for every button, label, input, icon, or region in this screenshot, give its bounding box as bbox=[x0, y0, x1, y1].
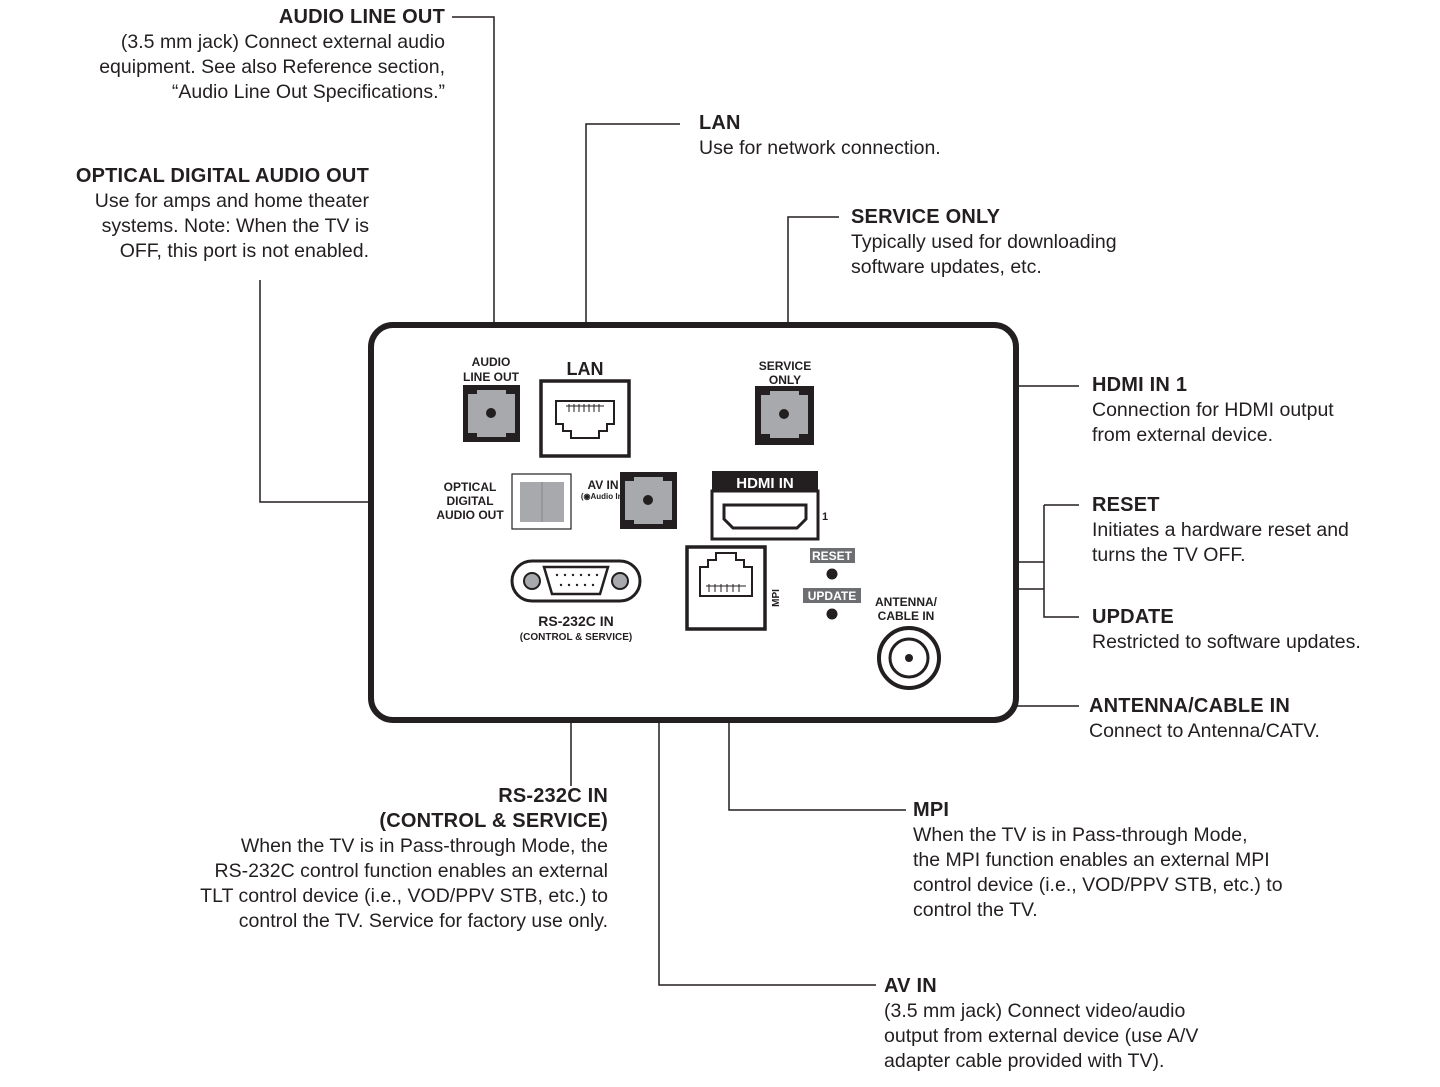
connector-panel bbox=[368, 322, 1019, 723]
reset-desc: Initiates a hardware reset and turns the… bbox=[1092, 519, 1349, 566]
audio-line-out-jack bbox=[463, 385, 520, 442]
hdmi-in-1-title: HDMI IN 1 bbox=[1092, 374, 1188, 396]
panel-label-reset: RESET bbox=[812, 549, 853, 563]
panel-label-rs232c: RS-232C IN bbox=[538, 613, 613, 629]
mpi-title: MPI bbox=[913, 799, 950, 821]
panel-label-update: UPDATE bbox=[808, 589, 856, 603]
lan-desc: Use for network connection. bbox=[699, 137, 941, 159]
callout-antenna: ANTENNA/CABLE IN Connect to Antenna/CATV… bbox=[1089, 694, 1434, 744]
panel-label-hdmi-num: 1 bbox=[822, 511, 828, 523]
panel-label-service-only-1: SERVICE bbox=[759, 359, 811, 373]
av-in-title: AV IN bbox=[884, 975, 937, 997]
leader-audio-line-out bbox=[452, 16, 495, 385]
panel-label-antenna-1: ANTENNA/ bbox=[875, 595, 938, 609]
callout-optical: OPTICAL DIGITAL AUDIO OUT Use for amps a… bbox=[0, 164, 369, 264]
mpi-port bbox=[685, 545, 767, 631]
hdmi-in-1-desc: Connection for HDMI output from external… bbox=[1092, 399, 1334, 446]
audio-line-out-title: AUDIO LINE OUT bbox=[278, 6, 445, 28]
panel-label-antenna-2: CABLE IN bbox=[878, 609, 935, 623]
callout-hdmi-in-1: HDMI IN 1 Connection for HDMI output fro… bbox=[1092, 373, 1432, 448]
hdmi-in-port bbox=[710, 471, 820, 541]
service-only-jack bbox=[755, 386, 814, 445]
leader-lan bbox=[585, 123, 680, 382]
rs232c-title-2: (CONTROL & SERVICE) bbox=[379, 810, 608, 832]
rs232c-port bbox=[510, 559, 642, 603]
lan-port bbox=[539, 379, 631, 458]
update-desc: Restricted to software updates. bbox=[1092, 631, 1361, 653]
panel-label-audio-line-out-2: LINE OUT bbox=[463, 370, 520, 384]
panel-label-av-in-sub: (◉Audio In) bbox=[581, 492, 626, 501]
callout-rs232c: RS-232C IN (CONTROL & SERVICE) When the … bbox=[128, 784, 608, 934]
panel-label-hdmi-in: HDMI IN bbox=[736, 475, 794, 492]
optical-port bbox=[511, 473, 572, 530]
callout-lan: LAN Use for network connection. bbox=[699, 111, 1099, 161]
optical-title: OPTICAL DIGITAL AUDIO OUT bbox=[75, 165, 369, 187]
panel-label-optical-3: AUDIO OUT bbox=[436, 508, 504, 522]
antenna-title: ANTENNA/CABLE IN bbox=[1089, 695, 1290, 717]
panel-label-service-only-2: ONLY bbox=[769, 373, 801, 387]
panel-label-mpi: MPI bbox=[771, 589, 782, 607]
panel-label-optical-1: OPTICAL bbox=[444, 480, 497, 494]
panel-label-rs232c-sub: (CONTROL & SERVICE) bbox=[520, 632, 632, 643]
update-title: UPDATE bbox=[1092, 606, 1174, 628]
callout-audio-line-out: AUDIO LINE OUT (3.5 mm jack) Connect ext… bbox=[0, 5, 445, 105]
rs232c-title-1: RS-232C IN bbox=[498, 785, 608, 807]
optical-desc: Use for amps and home theater systems. N… bbox=[94, 190, 369, 262]
audio-line-out-desc: (3.5 mm jack) Connect external audio equ… bbox=[99, 31, 445, 103]
rs232c-desc: When the TV is in Pass-through Mode, the… bbox=[200, 835, 608, 932]
callout-reset: RESET Initiates a hardware reset and tur… bbox=[1092, 493, 1432, 568]
av-in-jack bbox=[620, 472, 677, 529]
reset-label-bg bbox=[810, 548, 855, 563]
callout-service-only: SERVICE ONLY Typically used for download… bbox=[851, 205, 1251, 280]
update-button bbox=[826, 608, 838, 620]
update-label-bg bbox=[803, 588, 861, 603]
service-only-desc: Typically used for downloading software … bbox=[851, 231, 1117, 278]
callout-mpi: MPI When the TV is in Pass-through Mode,… bbox=[913, 798, 1393, 923]
callout-av-in: AV IN (3.5 mm jack) Connect video/audio … bbox=[884, 974, 1364, 1074]
antenna-cable-in-jack bbox=[877, 626, 941, 690]
av-in-desc: (3.5 mm jack) Connect video/audio output… bbox=[884, 1000, 1199, 1072]
panel-label-av-in: AV IN bbox=[587, 478, 618, 492]
reset-button bbox=[826, 568, 838, 580]
panel-label-lan: LAN bbox=[567, 359, 604, 379]
antenna-desc: Connect to Antenna/CATV. bbox=[1089, 720, 1320, 742]
callout-update: UPDATE Restricted to software updates. bbox=[1092, 605, 1437, 655]
mpi-desc: When the TV is in Pass-through Mode, the… bbox=[913, 824, 1283, 921]
panel-label-audio-line-out-1: AUDIO bbox=[472, 355, 511, 369]
leader-update bbox=[1043, 505, 1079, 618]
panel-label-optical-2: DIGITAL bbox=[446, 494, 493, 508]
service-only-title: SERVICE ONLY bbox=[851, 206, 1001, 228]
lan-title: LAN bbox=[699, 112, 741, 134]
reset-title: RESET bbox=[1092, 494, 1160, 516]
